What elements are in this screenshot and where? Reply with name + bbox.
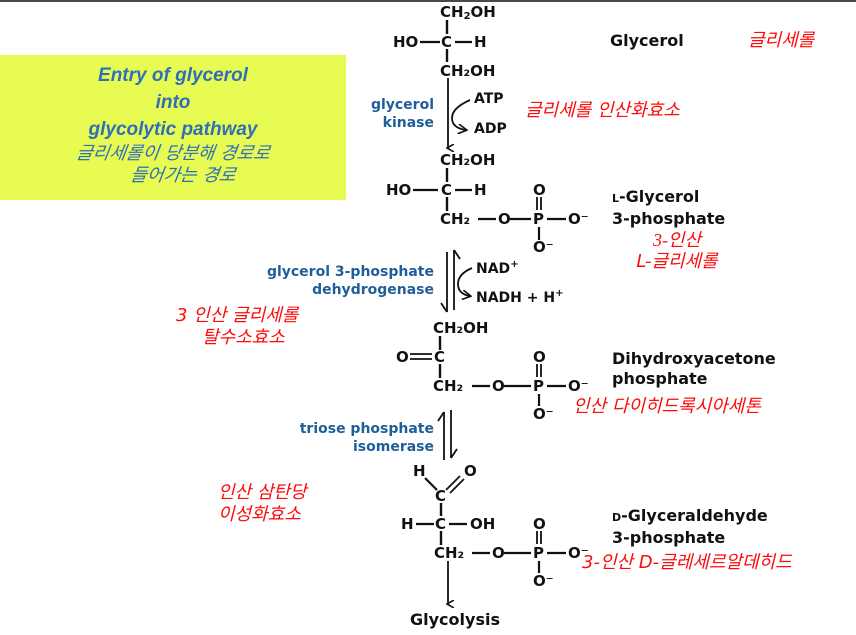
name-line: Dihydroxyacetone bbox=[612, 349, 776, 368]
g3p-o-minus-right: O⁻ bbox=[568, 210, 589, 228]
name-line: -Glycerol bbox=[619, 187, 700, 206]
gap-o-minus-right: O⁻ bbox=[568, 544, 589, 562]
g3p-ch2oh: CH₂OH bbox=[440, 151, 496, 169]
enzyme-line: triose phosphate bbox=[299, 421, 434, 437]
g3p-o: O bbox=[498, 210, 511, 228]
g3p-ho: HO bbox=[386, 181, 412, 199]
enzyme-line: kinase bbox=[382, 115, 434, 131]
gap-oh: OH bbox=[470, 515, 496, 533]
title-line-1: Entry of glycerol bbox=[98, 65, 248, 86]
gap-o-minus-bottom: O⁻ bbox=[533, 572, 554, 590]
glycerol-ho: HO bbox=[393, 33, 419, 51]
enzyme-glycerol-kinase: glycerol kinase bbox=[360, 96, 434, 132]
dhap-o-minus-right: O⁻ bbox=[568, 377, 589, 395]
gap-h: H bbox=[401, 515, 414, 533]
korean-line: 인산 삼탄당 bbox=[218, 482, 307, 503]
cofactor-adp: ADP bbox=[474, 121, 507, 137]
compound-name-dhap: Dihydroxyacetone phosphate bbox=[612, 349, 776, 389]
gap-p: P bbox=[533, 544, 544, 562]
arrowhead bbox=[450, 448, 458, 459]
glycerol-ch2oh-bottom: CH₂OH bbox=[440, 62, 496, 80]
stereo-prefix: L bbox=[612, 192, 620, 205]
cofactor-curve-1 bbox=[451, 99, 471, 130]
korean-gap: 3-인산 D-글레세르알데히드 bbox=[582, 552, 792, 573]
enzyme-line: glycerol 3-phosphate bbox=[266, 264, 434, 280]
gap-ch2: CH₂ bbox=[434, 544, 465, 562]
dhap-ch2: CH₂ bbox=[433, 377, 464, 395]
g3p-p: P bbox=[533, 210, 544, 228]
cofactor-nad: NAD+ bbox=[476, 259, 519, 277]
dhap-p: P bbox=[533, 377, 544, 395]
korean-glycerol-kinase: 글리세롤 인산화효소 bbox=[525, 100, 680, 121]
bond bbox=[445, 475, 461, 491]
dhap-o: O bbox=[492, 377, 505, 395]
compound-name-glycerol: Glycerol bbox=[610, 31, 684, 50]
glycolysis-label: Glycolysis bbox=[410, 610, 500, 629]
enzyme-line: dehydrogenase bbox=[312, 282, 434, 298]
arrowhead bbox=[453, 249, 461, 260]
title-line-2: into bbox=[155, 92, 191, 113]
korean-line: 이성화효소 bbox=[218, 504, 301, 525]
enzyme-line: isomerase bbox=[352, 439, 434, 455]
korean-g3p-dehydrogenase: 3 인산 글리세롤 탈수소효소 bbox=[176, 305, 298, 349]
cofactor-nadh: NADH + H+ bbox=[476, 288, 564, 306]
korean-line: 탈수소효소 bbox=[202, 327, 285, 348]
stereo-prefix: D bbox=[612, 511, 622, 524]
enzyme-triose-phosphate-isomerase: triose phosphate isomerase bbox=[268, 420, 434, 456]
title-line-3: glycolytic pathway bbox=[88, 119, 258, 140]
gap-o: O bbox=[492, 544, 505, 562]
cofactor-atp: ATP bbox=[474, 91, 504, 107]
gap-o-aldehyde: O bbox=[464, 462, 477, 480]
dhap-o-keto: O bbox=[396, 348, 409, 366]
compound-name-gap: D-Glyceraldehyde 3-phosphate bbox=[612, 506, 768, 548]
korean-dhap: 인산 다이히드록시아세톤 bbox=[573, 396, 761, 417]
enzyme-line: glycerol bbox=[370, 97, 434, 113]
arrowhead bbox=[440, 302, 448, 313]
gap-phosphate-o-top: O bbox=[533, 515, 546, 533]
top-border bbox=[0, 0, 856, 2]
compound-name-g3p: L-Glycerol 3-phosphate bbox=[612, 187, 725, 229]
name-line: 3-phosphate bbox=[612, 209, 726, 228]
name-line: -Glyceraldehyde bbox=[621, 506, 768, 525]
glycerol-h: H bbox=[474, 33, 487, 51]
korean-g3p: 3-인산 L-글리세롤 bbox=[612, 229, 742, 273]
gap-h-aldehyde: H bbox=[413, 462, 426, 480]
title-box: Entry of glycerol into glycolytic pathwa… bbox=[0, 55, 346, 200]
korean-line: 3-인산 bbox=[652, 230, 702, 250]
glycerol-c: C bbox=[441, 33, 453, 51]
name-line: phosphate bbox=[612, 369, 708, 388]
korean-line: L-글리세롤 bbox=[636, 251, 718, 272]
arrowhead bbox=[437, 411, 445, 422]
cofactor-curve-2 bbox=[457, 267, 472, 296]
dhap-phosphate-o-top: O bbox=[533, 348, 546, 366]
dhap-o-minus-bottom: O⁻ bbox=[533, 405, 554, 423]
korean-glycerol: 글리세롤 bbox=[748, 30, 815, 51]
g3p-ch2: CH₂ bbox=[440, 210, 471, 228]
korean-isomerase: 인산 삼탄당 이성화효소 bbox=[218, 482, 307, 526]
enzyme-g3p-dehydrogenase: glycerol 3-phosphate dehydrogenase bbox=[232, 263, 434, 299]
dhap-c: C bbox=[434, 348, 446, 366]
gap-c1: C bbox=[435, 487, 447, 505]
g3p-phosphate-o-top: O bbox=[533, 181, 546, 199]
bond bbox=[449, 478, 465, 494]
dhap-ch2oh: CH₂OH bbox=[433, 319, 489, 337]
g3p-c: C bbox=[441, 181, 453, 199]
g3p-o-minus-bottom: O⁻ bbox=[533, 238, 554, 256]
name-line: 3-phosphate bbox=[612, 528, 726, 547]
g3p-h: H bbox=[474, 181, 487, 199]
glycerol-ch2oh-top: CH2OH bbox=[440, 3, 496, 22]
gap-c2: C bbox=[435, 515, 447, 533]
korean-line: 3 인산 글리세롤 bbox=[176, 305, 299, 326]
bond bbox=[424, 477, 438, 491]
